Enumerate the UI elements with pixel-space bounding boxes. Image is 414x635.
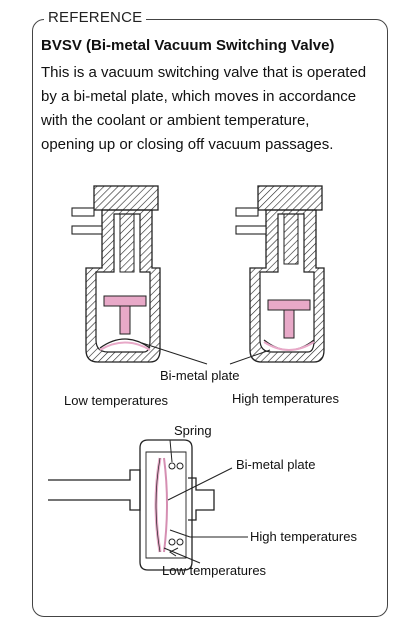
label-bimetal-plate-bottom: Bi-metal plate — [236, 457, 316, 472]
description-line: with the coolant or ambient temperature, — [41, 112, 310, 129]
valve-cross-section — [48, 439, 248, 571]
description-line: This is a vacuum switching valve that is… — [41, 64, 367, 81]
reference-frame — [32, 19, 388, 617]
label-bimetal-plate-top: Bi-metal plate — [160, 368, 240, 383]
label-low-temperatures-bottom: Low temperatures — [162, 563, 267, 578]
description: This is a vacuum switching valve that is… — [41, 61, 381, 157]
description-line: by a bi-metal plate, which moves in acco… — [41, 88, 357, 105]
label-high-temperatures-bottom: High temperatures — [250, 529, 357, 544]
bimetal-plate-leaders — [141, 342, 271, 365]
label-spring: Spring — [174, 423, 212, 438]
label-high-temperatures-top: High temperatures — [232, 391, 339, 406]
section-title: BVSV (Bi-metal Vacuum Switching Valve) — [41, 37, 335, 54]
description-line: opening up or closing off vacuum passage… — [41, 136, 334, 153]
spring-coils — [168, 462, 184, 546]
reference-label: REFERENCE — [44, 9, 147, 26]
valve-high-temperature — [235, 185, 325, 363]
valve-low-temperature — [71, 185, 161, 363]
label-low-temperatures-top: Low temperatures — [64, 393, 169, 408]
